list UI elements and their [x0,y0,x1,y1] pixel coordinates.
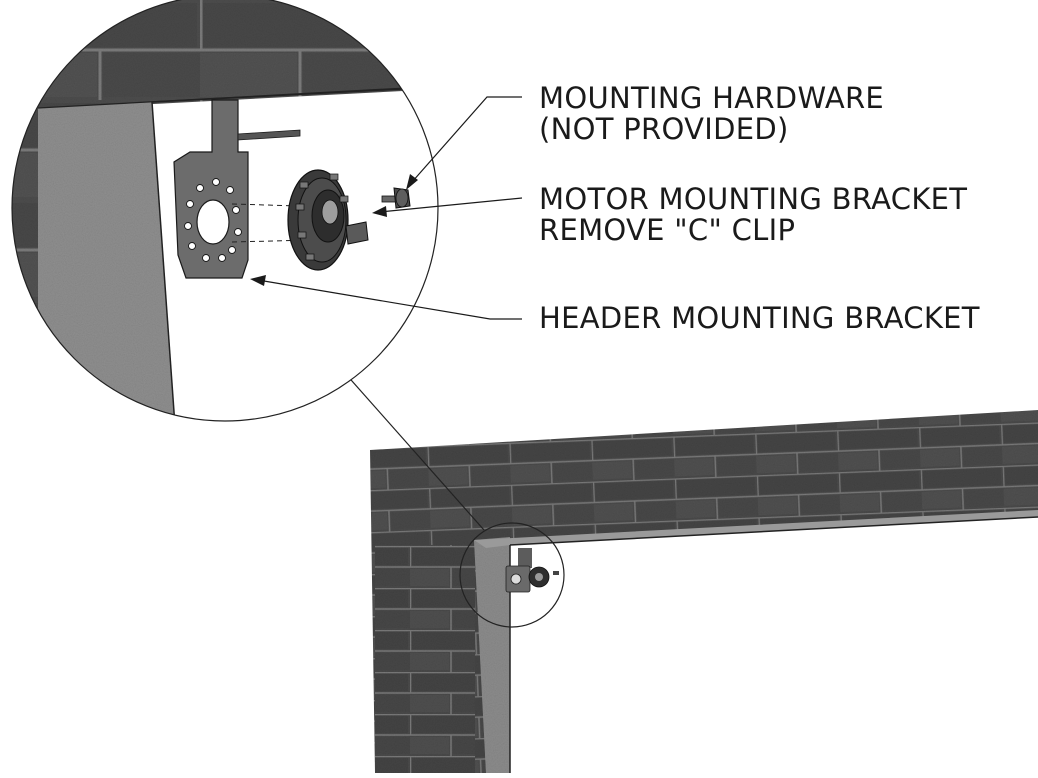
detail-circle-outline-small [459,522,565,628]
callout-header-bracket: HEADER MOUNTING BRACKET [539,303,980,334]
jamb-inner-face [474,537,510,773]
detail-connector-line [343,371,485,531]
callout-motor-bracket-line2: REMOVE "C" CLIP [539,213,796,247]
detail-circle-outline-large [11,0,439,422]
callout-mounting-hardware: MOUNTING HARDWARE (NOT PROVIDED) [539,83,884,145]
header-inner-face [474,510,1038,548]
motor-mounting-bracket [287,169,369,271]
leader-mounting-hardware [411,96,522,183]
detail-circle-small [459,522,565,628]
callout-mounting-hardware-line2: (NOT PROVIDED) [539,112,789,146]
arrowhead-motor-bracket [372,206,387,217]
callout-header-bracket-line1: HEADER MOUNTING BRACKET [539,301,980,335]
door-frame-wall [370,410,1038,773]
zoomed-jamb-face [38,102,176,421]
arrowhead-mounting-hardware [406,174,418,190]
leader-header-bracket [257,279,522,320]
callout-motor-bracket-line1: MOTOR MOUNTING BRACKET [539,182,968,216]
callout-motor-bracket: MOTOR MOUNTING BRACKET REMOVE "C" CLIP [539,184,967,246]
detail-circle-large [11,0,439,422]
brick-wall-header [370,410,1038,773]
leader-motor-bracket [379,197,523,213]
brick-wall-jamb [375,545,475,773]
header-mounting-bracket [173,99,301,279]
leader-lines [257,96,523,320]
mounting-hardware-bolt [381,187,411,209]
callout-mounting-hardware-line1: MOUNTING HARDWARE [539,81,885,115]
arrowhead-header-bracket [250,275,266,286]
leader-arrowheads [250,174,418,286]
header-edge-line [509,516,1038,546]
